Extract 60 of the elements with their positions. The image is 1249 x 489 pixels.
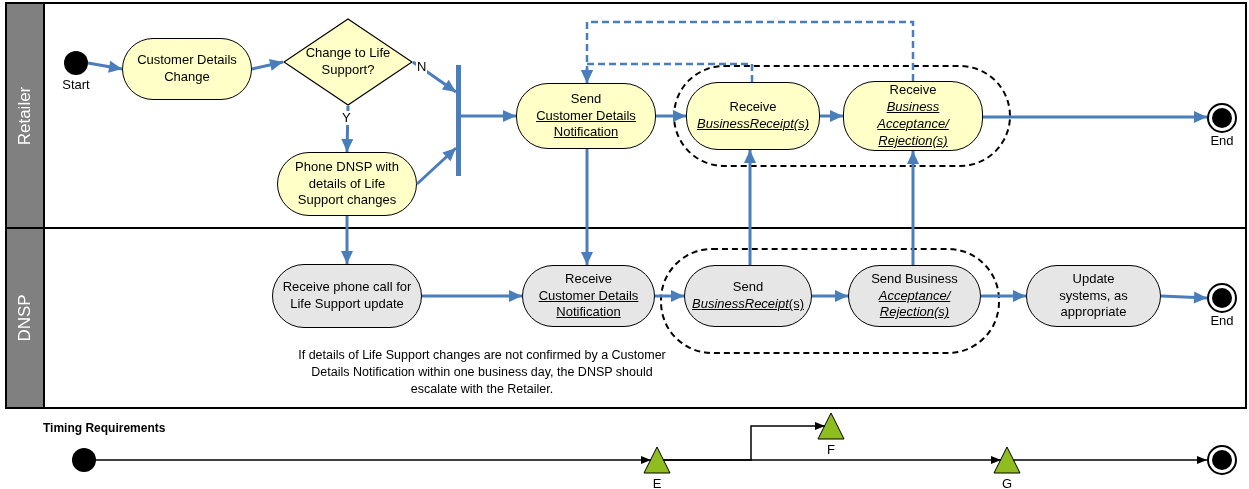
activity-box (848, 265, 981, 327)
start-node (72, 448, 96, 472)
fork-bar (456, 65, 461, 176)
decision-diamond (283, 18, 413, 106)
node-caption: Start (62, 77, 90, 92)
node-link-text: Business Acceptance/ Rejection(s) (876, 99, 951, 150)
arrow (95, 456, 652, 464)
arrow (907, 151, 919, 265)
lane-label: DNSP (15, 294, 35, 342)
node-text: Customer Details Change (136, 52, 238, 86)
swimlane (5, 2, 1247, 229)
arrow (251, 59, 284, 71)
arrow (341, 216, 353, 264)
activity-box (686, 82, 820, 150)
node-link-text: Acceptance/ Rejection(s) (877, 287, 953, 322)
arrow (412, 60, 457, 94)
node-caption: G (1001, 476, 1013, 489)
arrow (820, 110, 843, 122)
arrow (1160, 291, 1208, 304)
arrow (1012, 456, 1208, 464)
node-text: Update systems, as appropriate (1058, 270, 1129, 322)
node-text: Receive (889, 82, 937, 100)
node-text: Send (732, 279, 764, 296)
end-node (1207, 445, 1237, 475)
edge-label: Y (341, 111, 352, 125)
node-text: Receive phone call for Life Support update (281, 279, 413, 313)
node-text: Receive (729, 99, 777, 116)
node-text: Receive (565, 270, 612, 288)
note-text: If details of Life Support changes are not confirmed by a Customer Details Notification within one business day, the DNSP should escalate with the Retailer. (297, 347, 667, 398)
arrow (655, 290, 684, 302)
arrow (87, 60, 123, 73)
arrow (656, 110, 686, 122)
arrow (744, 150, 756, 265)
node-text: Change to Life Support? (304, 45, 392, 79)
node-caption: End (1210, 133, 1234, 148)
node-caption: End (1210, 313, 1234, 328)
node-link-text: BusinessReceipt(s) (692, 296, 804, 313)
arrow (461, 110, 516, 122)
arrow (422, 290, 522, 302)
node-caption: E (652, 476, 662, 489)
dashed-group (673, 65, 1011, 167)
lane-label: Retailer (15, 86, 35, 145)
section-title: Timing Requirements (43, 421, 166, 435)
edge-label: N (416, 60, 428, 74)
arrow (981, 290, 1026, 302)
arrow (581, 149, 593, 265)
arrow (983, 111, 1207, 123)
node-link-text: Customer Details Notification (537, 287, 640, 322)
node-text: Send Business (871, 270, 958, 288)
activity-box (843, 81, 983, 151)
node-caption: F (827, 442, 835, 457)
arrow (662, 456, 1002, 464)
arrow (581, 20, 915, 83)
swimlane (5, 227, 1247, 409)
arrow (812, 290, 848, 302)
node-link-text: Customer Details Notification (535, 107, 637, 142)
node-text: Send (570, 90, 602, 108)
node-link-text: BusinessReceipt(s) (697, 116, 809, 133)
arrow (416, 146, 457, 186)
node-text: Phone DNSP with details of Life Support changes (294, 158, 400, 210)
